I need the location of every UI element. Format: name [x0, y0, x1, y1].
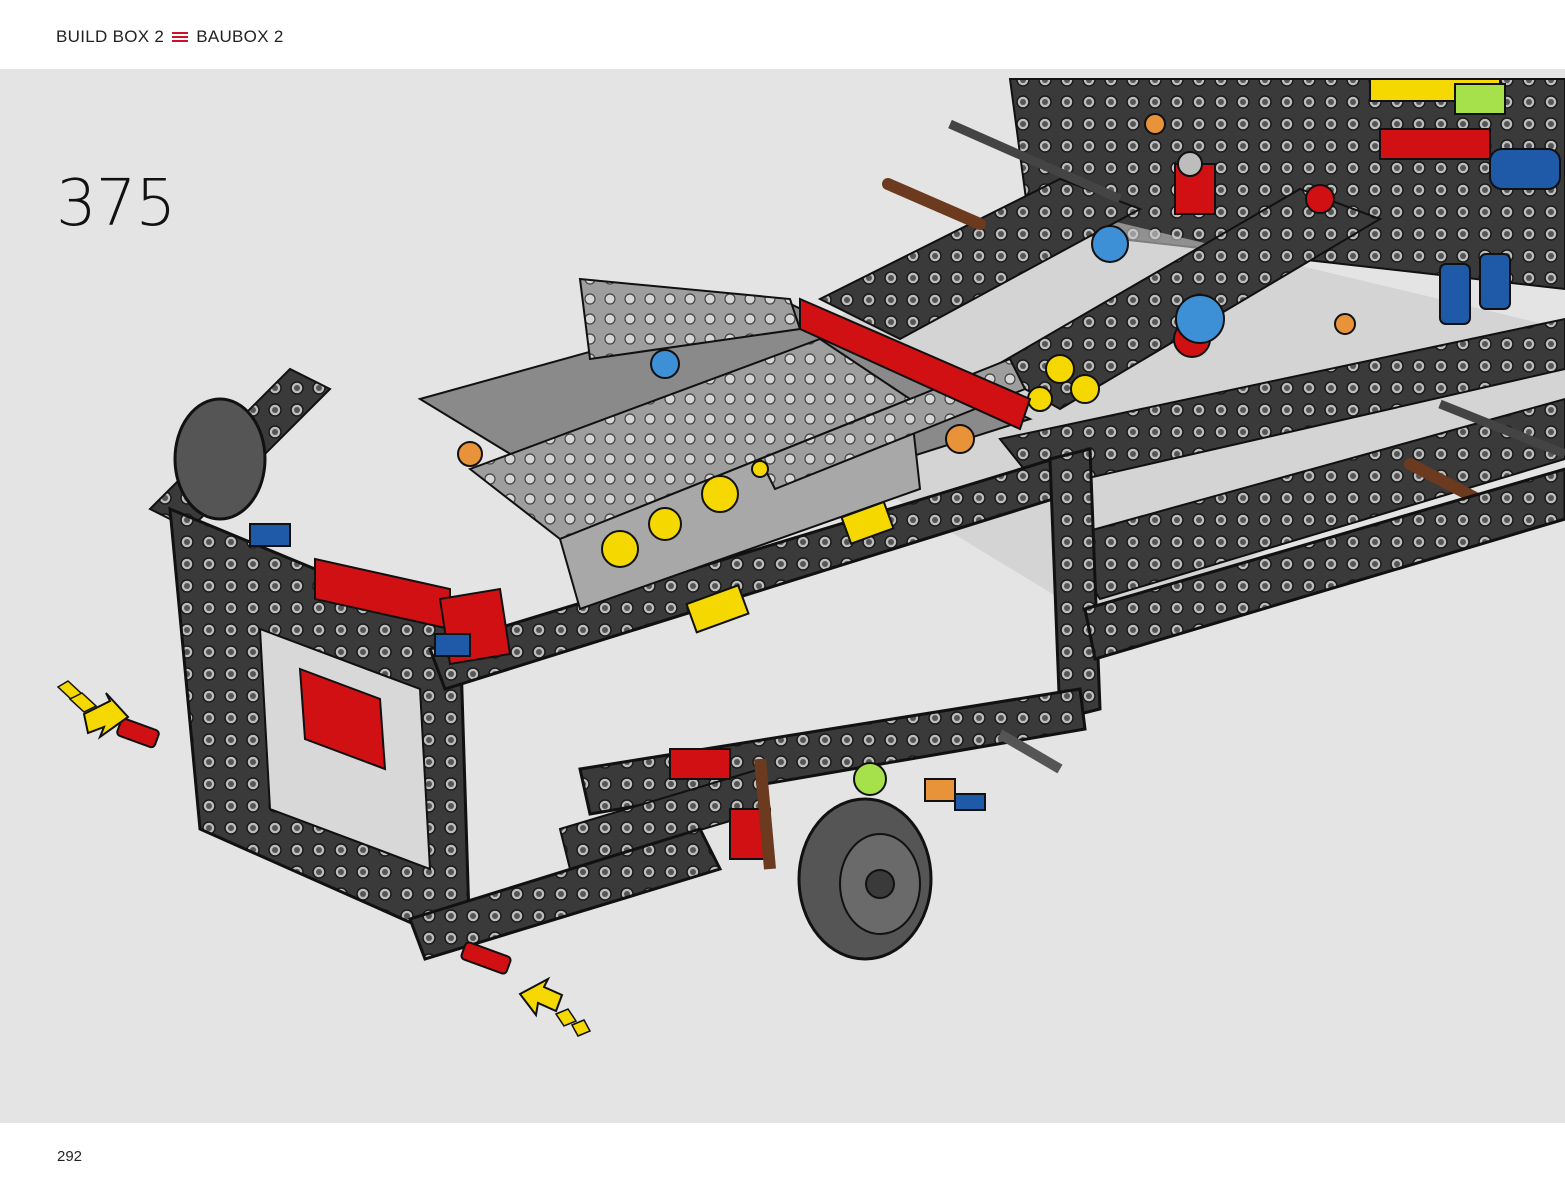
rear-colored-parts: [1027, 78, 1561, 412]
build-box-de: BAUBOX 2: [196, 27, 284, 46]
instruction-panel: 375: [0, 69, 1565, 1123]
wheel-hub: [173, 397, 933, 961]
menu-icon: [172, 31, 189, 43]
pin-insert-left: [56, 680, 160, 749]
build-box-label: BUILD BOX 2 BAUBOX 2: [56, 26, 284, 48]
page-header: BUILD BOX 2 BAUBOX 2: [0, 0, 1565, 69]
page-number: 292: [57, 1148, 83, 1165]
chassis-illustration: [56, 78, 1565, 1037]
engine-block: [417, 277, 1033, 634]
build-box-en: BUILD BOX 2: [56, 27, 165, 46]
step-number: 375: [56, 167, 176, 241]
front-colored-parts: [249, 523, 1063, 870]
pin-insert-right: [460, 941, 592, 1037]
front-frame: [148, 367, 1565, 961]
